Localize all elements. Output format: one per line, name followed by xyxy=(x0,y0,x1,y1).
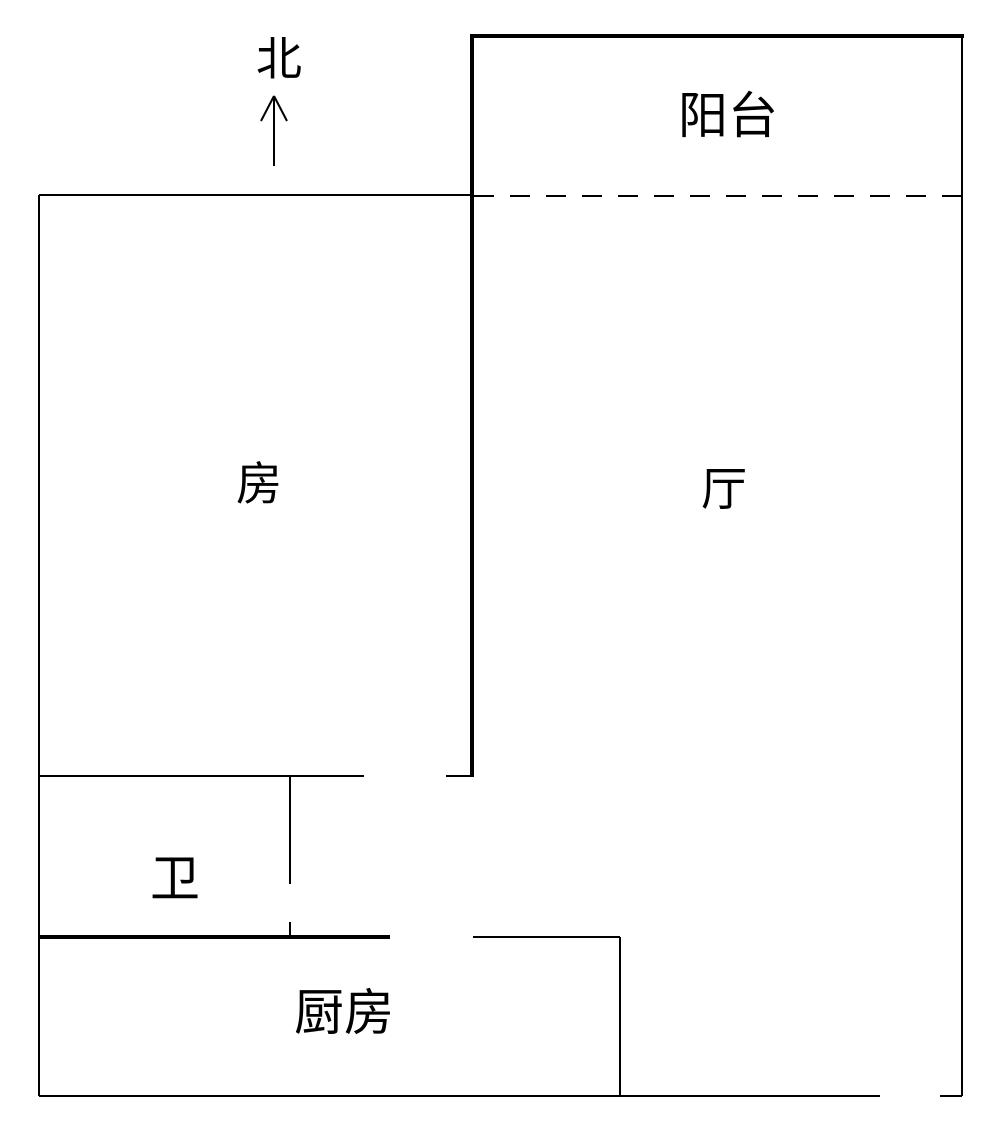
north-indicator: 北 xyxy=(256,32,302,166)
room-label-bathroom: 卫 xyxy=(150,850,200,908)
thin-walls xyxy=(38,34,963,1097)
thick-walls xyxy=(39,34,964,939)
north-label: 北 xyxy=(256,32,302,86)
room-label-living-room: 厅 xyxy=(701,462,747,516)
room-label-balcony: 阳台 xyxy=(678,87,778,145)
room-label-bedroom: 房 xyxy=(236,457,282,511)
room-label-kitchen: 厨房 xyxy=(294,984,394,1042)
up-arrow-icon xyxy=(260,95,288,166)
